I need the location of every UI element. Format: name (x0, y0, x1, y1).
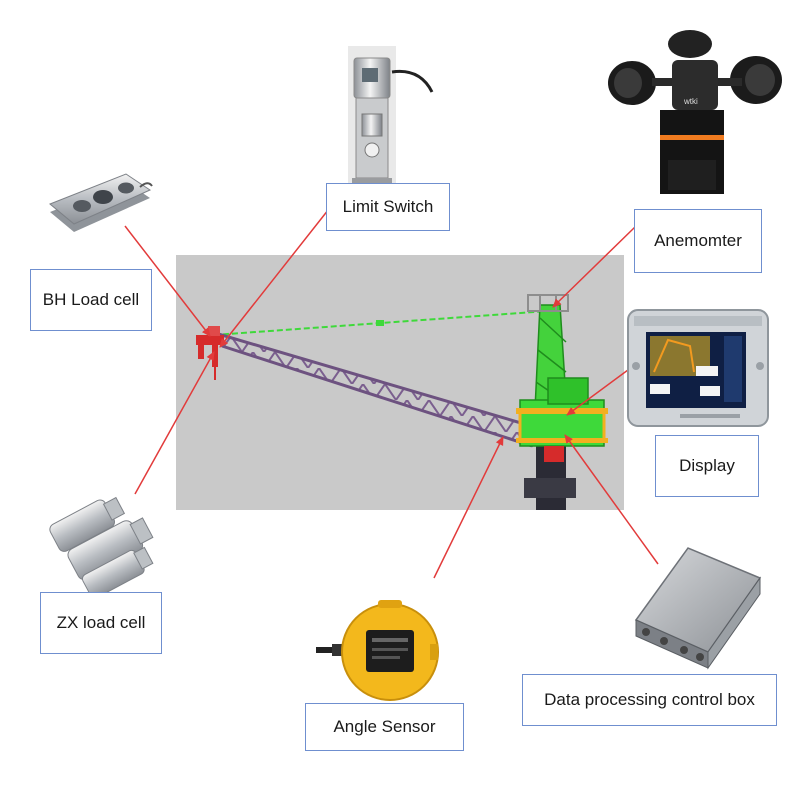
zx-load-cell-icon (49, 496, 154, 599)
limit-switch-icon (348, 46, 434, 186)
anemometer-icon: wtki (608, 30, 782, 194)
label-bh-load-cell: BH Load cell (30, 269, 152, 331)
arrow-anemometer (552, 226, 636, 308)
jib-tip (196, 326, 224, 380)
bh-load-cell-icon (49, 173, 153, 232)
connector-arrows (124, 199, 659, 579)
label-anemometer: Anemomter (634, 209, 762, 273)
arrow-angle-sensor (433, 436, 504, 579)
arrow-display (566, 366, 633, 416)
arrow-limit-switch (219, 199, 337, 348)
tower-crane-icon (196, 294, 608, 510)
label-limit-switch: Limit Switch (326, 183, 450, 231)
label-zx-load-cell: ZX load cell (40, 592, 162, 654)
arrow-bh-load-cell (124, 225, 211, 337)
arrow-data-box (564, 434, 659, 565)
display-icon (627, 309, 769, 427)
control-box-icon (634, 547, 762, 670)
label-display: Display (655, 435, 759, 497)
label-angle-sensor: Angle Sensor (305, 703, 464, 751)
arrow-zx-load-cell (134, 351, 215, 495)
label-data-processing-control-box: Data processing control box (522, 674, 777, 726)
angle-sensor-icon (316, 600, 439, 701)
svg-text:wtki: wtki (683, 97, 698, 106)
